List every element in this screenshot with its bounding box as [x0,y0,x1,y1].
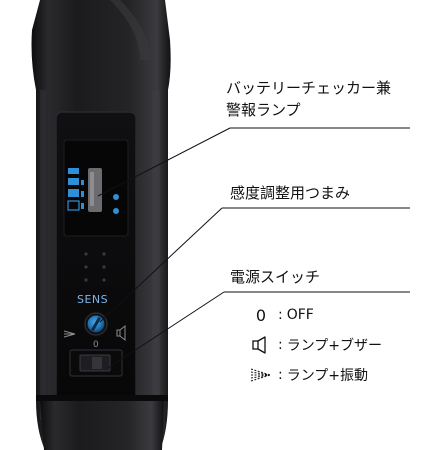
legend-colon: : [278,337,283,353]
status-dot-1 [113,194,119,200]
callout-power-switch: 電源スイッチ [230,266,320,288]
callout-line-sens [99,207,223,323]
speaker-hole [102,265,106,269]
callout-sensitivity-label: 感度調整用つまみ [230,184,351,202]
device-left-edge [40,90,46,420]
switch-mode-legend: 0 : OFF : ランプ+ブザー [246,300,426,390]
zero-symbol: 0 [255,305,267,325]
speaker-hole [84,265,88,269]
legend-text-off: OFF [286,307,314,323]
dial-zero-mark: 0 [93,340,99,350]
speaker-hole [84,252,88,256]
battery-bar-3 [68,189,79,197]
callout-battery-checker: バッテリーチェッカー兼 警報ランプ [226,77,391,121]
status-dot-2 [113,208,119,214]
callout-sensitivity-knob: 感度調整用つまみ [230,182,350,204]
device-speaker-mark [116,324,126,342]
speaker-hole [84,278,88,282]
power-switch-knob [92,357,102,369]
speaker-hole [102,278,106,282]
battery-bar-2 [68,178,79,185]
speaker-icon [246,333,276,357]
callout-line-switch [107,291,225,369]
callout-battery-line1: バッテリーチェッカー兼 [226,79,392,97]
battery-mark-3 [81,203,84,209]
vibration-icon [246,363,276,387]
legend-colon: : [278,367,283,383]
legend-text-lamp-buzzer: ランプ+ブザー [286,338,383,354]
speaker-hole [102,252,106,256]
device-top-highlight [110,0,150,60]
callout-power-switch-label: 電源スイッチ [230,268,321,286]
callout-battery-line2: 警報ランプ [226,101,301,119]
battery-bar-1 [68,168,79,174]
device-right-edge [152,90,160,420]
sensitivity-knob-slot [91,317,101,331]
device-lower-joint [36,395,168,401]
battery-mark-1 [81,180,84,185]
device-vibration-mark [63,330,76,338]
legend-row-off: 0 : OFF [246,300,426,330]
legend-row-lamp-vibration: : ランプ+振動 [246,360,426,390]
battery-mark-2 [81,191,84,197]
alarm-lamp-shine [90,172,94,206]
device-lower-body [40,401,164,450]
callout-line-battery [97,127,231,197]
sens-label: SENS [77,293,108,306]
legend-colon: : [278,307,283,323]
battery-bar-4 [67,200,80,211]
legend-row-lamp-buzzer: : ランプ+ブザー [246,330,426,360]
legend-text-lamp-vibration: ランプ+振動 [286,368,369,384]
